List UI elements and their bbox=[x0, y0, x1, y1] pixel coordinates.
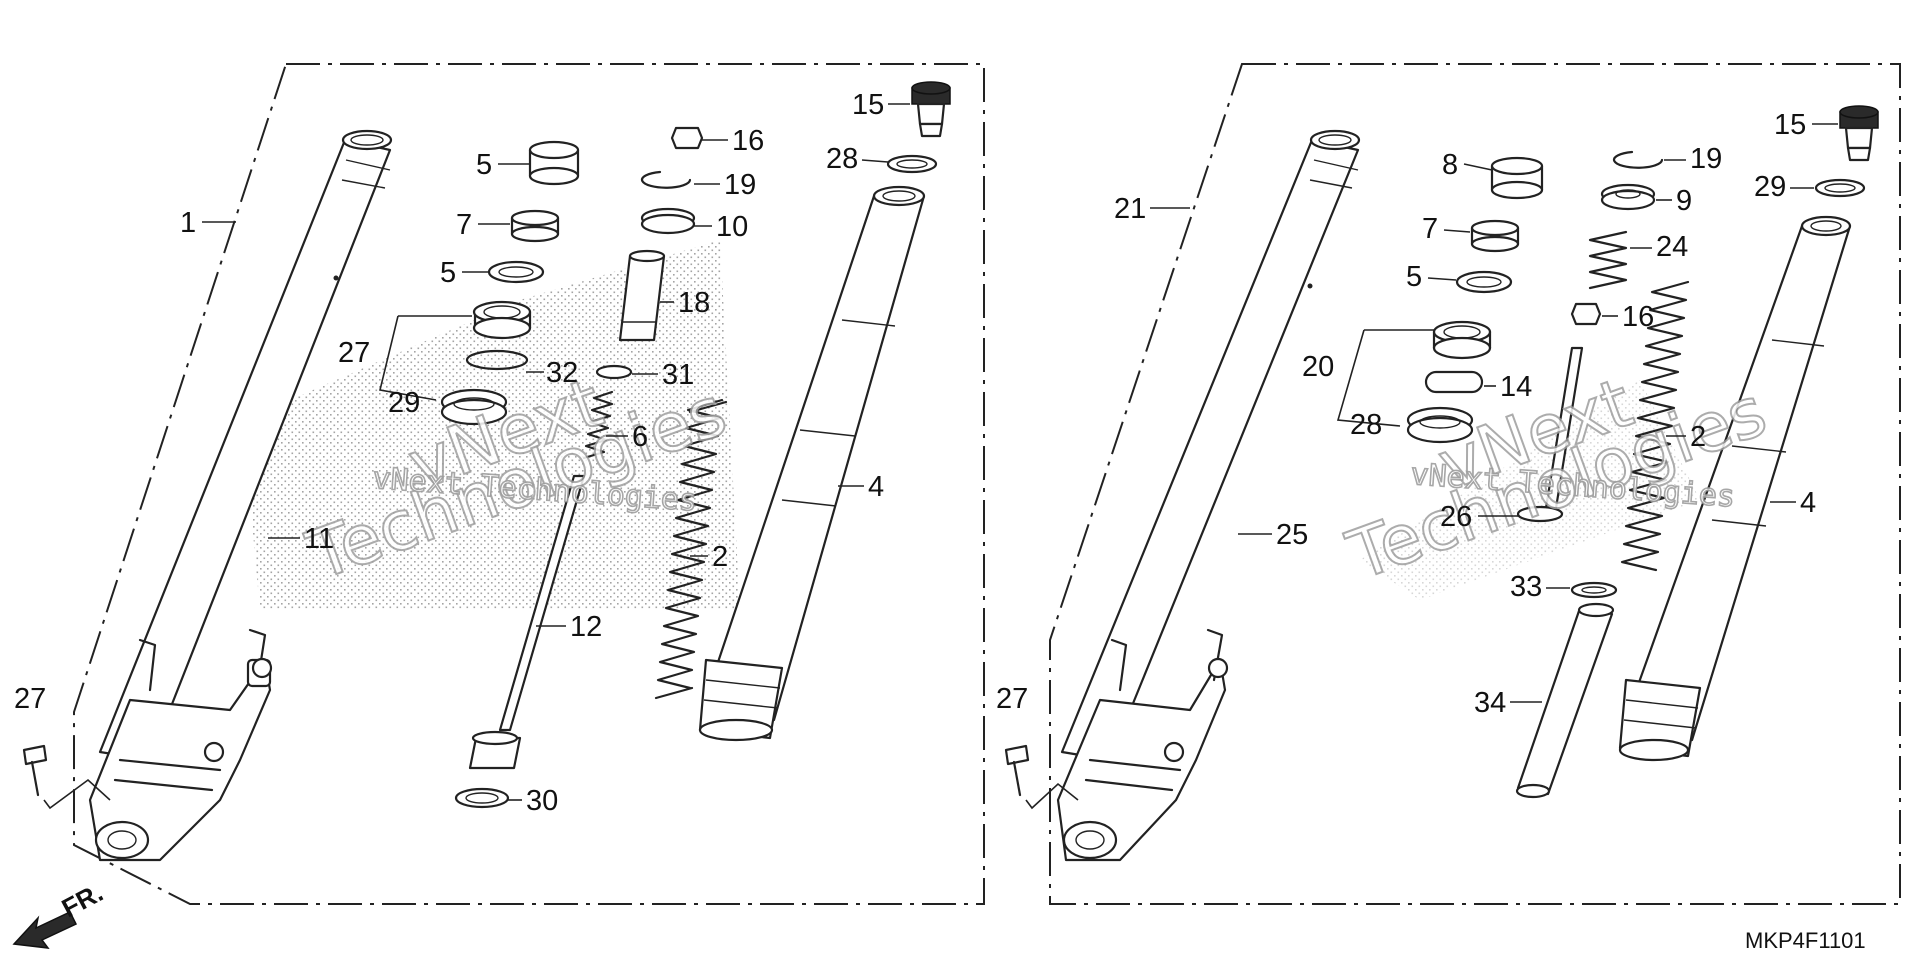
dust-seal-part-28 bbox=[440, 388, 508, 426]
callout-7-right: 7 bbox=[1422, 213, 1438, 245]
callout-16-left: 16 bbox=[732, 125, 764, 157]
left-fork-panel: vNext Technologies vNext Technologies 1 … bbox=[14, 63, 985, 905]
washer-part-33 bbox=[1570, 581, 1618, 599]
callout-20-left: 27 bbox=[338, 337, 370, 369]
callout-1-left: 1 bbox=[180, 207, 196, 239]
axle-bracket-right bbox=[1056, 628, 1229, 862]
front-direction-marker: FR. bbox=[12, 877, 108, 949]
seal-part-5 bbox=[487, 260, 545, 284]
right-fork-panel: vNext Technologies vNext Technologies 21… bbox=[996, 63, 1901, 905]
dust-seal-part-28-right bbox=[1406, 406, 1474, 444]
right-panel-frame bbox=[1049, 63, 1901, 905]
tube-part-34 bbox=[1515, 602, 1615, 799]
cap-part-8 bbox=[528, 140, 580, 186]
axle-bracket-left bbox=[88, 628, 273, 862]
callout-9-right: 9 bbox=[1676, 185, 1692, 217]
o-ring-part-29-left bbox=[886, 154, 938, 174]
oil-seal-part-20-right bbox=[1432, 320, 1492, 360]
oil-seal-part-20 bbox=[472, 300, 532, 340]
spring-part-2-left bbox=[654, 398, 728, 700]
callout-26-right: 26 bbox=[1440, 501, 1472, 533]
rod-part-26 bbox=[1516, 346, 1584, 523]
callout-28-right: 28 bbox=[1350, 409, 1382, 441]
bolt-part-27-left bbox=[22, 744, 111, 810]
circlip-part-19-left bbox=[640, 170, 692, 189]
o-ring-part-29-right bbox=[1814, 178, 1866, 198]
left-panel-frame bbox=[73, 63, 985, 905]
callout-24-right: 24 bbox=[1656, 231, 1688, 263]
callout-2-right: 2 bbox=[1690, 421, 1706, 453]
callout-10-left: 10 bbox=[716, 211, 748, 243]
callout-15-left: 15 bbox=[852, 89, 884, 121]
callout-33-right: 33 bbox=[1510, 571, 1542, 603]
callout-11-left: 11 bbox=[304, 523, 334, 555]
cap-bolt-part-15-right bbox=[1839, 105, 1879, 162]
callout-5-right: 5 bbox=[1406, 261, 1422, 293]
spring-part-2-right bbox=[1620, 280, 1690, 572]
callout-8-right: 8 bbox=[1442, 149, 1458, 181]
callout-25-right: 25 bbox=[1276, 519, 1308, 551]
callout-6-left: 6 bbox=[632, 421, 648, 453]
callout-31-left: 31 bbox=[662, 359, 694, 391]
nut-part-16-left bbox=[670, 126, 704, 150]
collar-part-18 bbox=[618, 249, 666, 342]
slider-tube-part-4-right bbox=[1618, 215, 1852, 762]
right-stipple-area bbox=[1360, 380, 1700, 600]
right-callouts: 21 8 7 5 20 14 28 19 9 24 16 2 26 33 bbox=[996, 109, 1838, 719]
cap-part-8-right bbox=[1490, 156, 1544, 200]
callout-20-right: 20 bbox=[1302, 351, 1334, 383]
callout-34-right: 34 bbox=[1474, 687, 1506, 719]
callout-29-right: 29 bbox=[1754, 171, 1786, 203]
damper-rod-part-12 bbox=[468, 474, 586, 770]
callout-4-right: 4 bbox=[1800, 487, 1816, 519]
callout-21-right: 21 bbox=[1114, 193, 1146, 225]
callout-14-right: 14 bbox=[1500, 371, 1532, 403]
callout-12-left: 12 bbox=[570, 611, 602, 643]
washer-part-31 bbox=[595, 364, 633, 380]
cap-bolt-part-15-left bbox=[911, 81, 951, 138]
washer-part-30 bbox=[454, 787, 510, 809]
callout-16-right: 16 bbox=[1622, 301, 1654, 333]
callout-28-left: 29 bbox=[388, 387, 420, 419]
diagram-code: MKP4F1101 bbox=[1745, 928, 1866, 953]
clip-part-14 bbox=[1424, 370, 1484, 394]
callout-15-right: 15 bbox=[1774, 109, 1806, 141]
small-spring-part-6 bbox=[582, 390, 614, 460]
bushing-part-7-right bbox=[1470, 219, 1520, 253]
nut-part-16-right bbox=[1570, 302, 1602, 326]
callout-18-left: 18 bbox=[678, 287, 710, 319]
short-spring-part-24 bbox=[1588, 230, 1628, 290]
callout-7-left: 7 bbox=[456, 209, 472, 241]
callout-2-left: 2 bbox=[712, 541, 728, 573]
bolt-part-27-right bbox=[1004, 744, 1079, 810]
callout-4-left: 4 bbox=[868, 471, 884, 503]
left-callouts: 1 5 7 5 27 29 32 16 19 10 18 31 6 2 bbox=[14, 89, 910, 817]
callout-27-right: 27 bbox=[996, 683, 1028, 715]
seal-part-5-right bbox=[1455, 270, 1513, 294]
left-stipple-area bbox=[250, 240, 740, 610]
callout-29-left: 28 bbox=[826, 143, 858, 175]
clip-part-32 bbox=[465, 349, 529, 371]
spring-seat-part-9 bbox=[1600, 183, 1656, 211]
callout-19-right: 19 bbox=[1690, 143, 1722, 175]
front-arrow-icon bbox=[12, 911, 78, 949]
circlip-part-19-right bbox=[1612, 150, 1664, 169]
bushing-part-7 bbox=[510, 209, 560, 243]
callout-19-left: 19 bbox=[724, 169, 756, 201]
callout-5-left: 5 bbox=[440, 257, 456, 289]
callout-30-left: 30 bbox=[526, 785, 558, 817]
slider-tube-part-4-left bbox=[698, 185, 926, 742]
spacer-part-10 bbox=[640, 207, 696, 235]
callout-27-left: 27 bbox=[14, 683, 46, 715]
callout-8-left: 5 bbox=[476, 149, 492, 181]
callout-32-left: 32 bbox=[546, 357, 578, 389]
